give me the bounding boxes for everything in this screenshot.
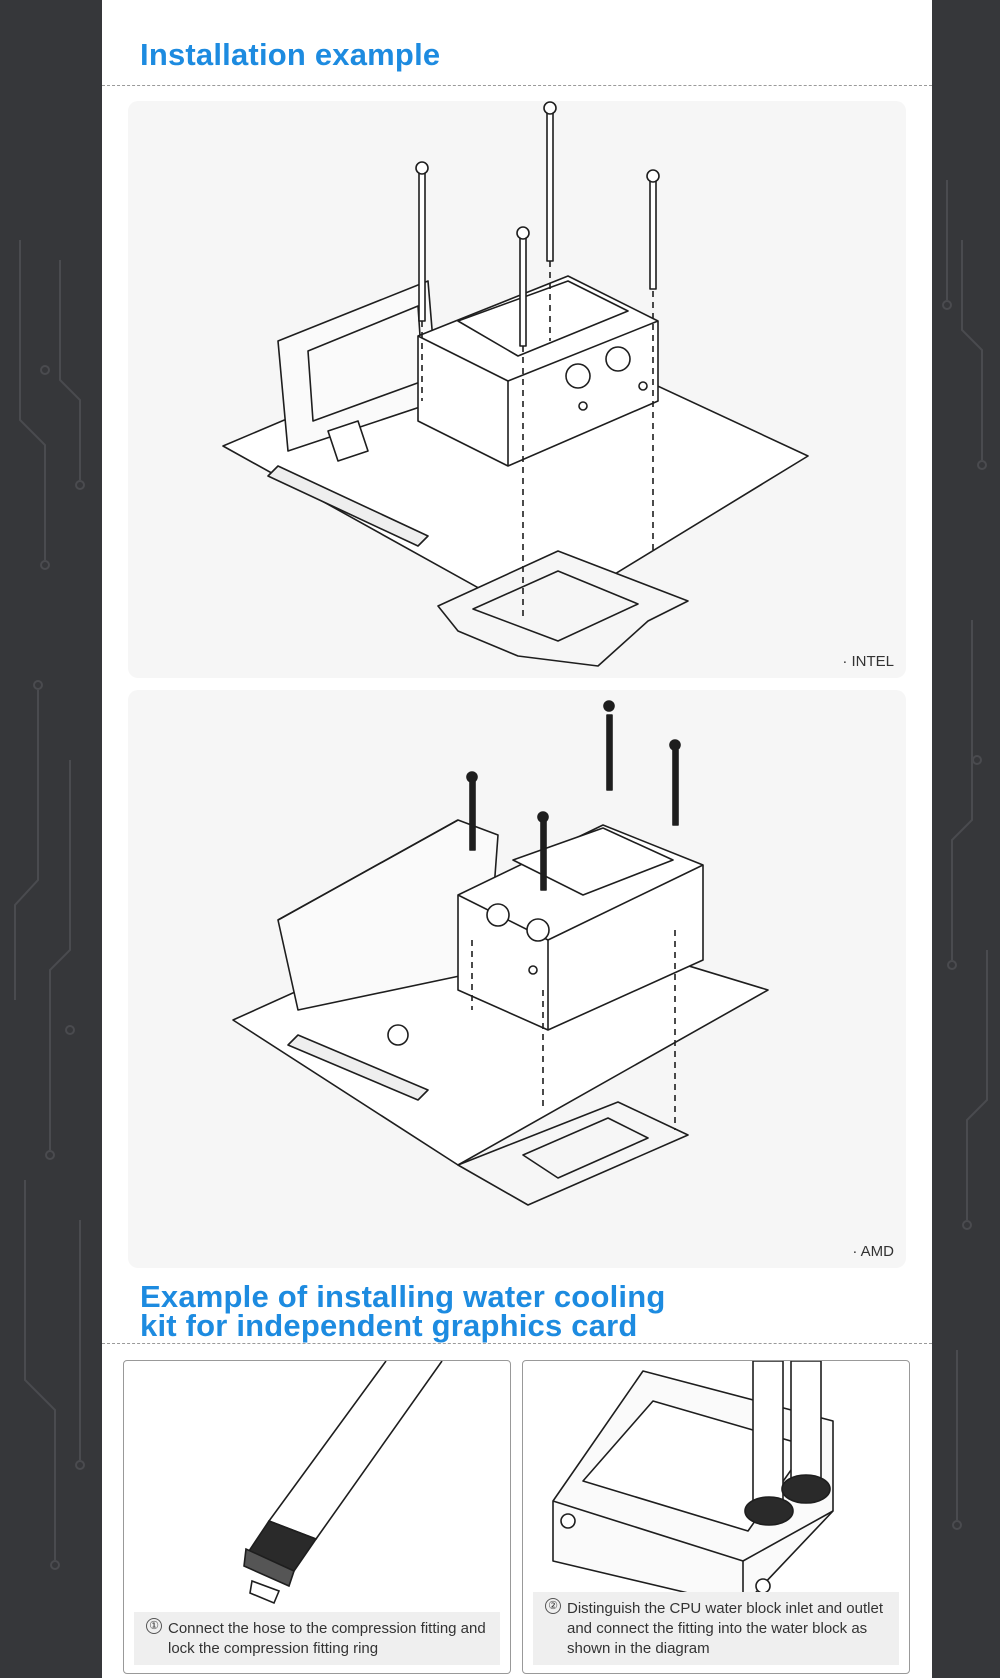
- step-1-card: ① Connect the hose to the compression fi…: [123, 1360, 511, 1674]
- step-2-text: Distinguish the CPU water block inlet an…: [567, 1600, 883, 1657]
- cpu-water-block-illustration: [552, 1361, 834, 1607]
- amd-installation-panel: · AMD: [128, 690, 906, 1268]
- amd-motherboard-diagram: [232, 700, 769, 1206]
- product-page: Installation example: [102, 0, 932, 1678]
- step-1-text: Connect the hose to the compression fitt…: [168, 1620, 486, 1657]
- step-1-number: ①: [146, 1618, 162, 1634]
- installation-title: Installation example: [140, 37, 441, 72]
- graphics-card-title-line1: Example of installing water cooling: [140, 1279, 666, 1314]
- section-divider: [102, 1343, 932, 1344]
- step-2-caption: ② Distinguish the CPU water block inlet …: [533, 1592, 899, 1665]
- graphics-card-title-line2: kit for independent graphics card: [140, 1308, 638, 1343]
- step-2-number: ②: [545, 1598, 561, 1614]
- section-divider: [102, 85, 932, 86]
- circuit-pattern-icon: [14, 240, 85, 1570]
- step-1-caption: ① Connect the hose to the compression fi…: [134, 1612, 500, 1665]
- amd-label: · AMD: [852, 1243, 894, 1260]
- circuit-background-right: [932, 0, 1000, 1678]
- step-2-card: ② Distinguish the CPU water block inlet …: [522, 1360, 910, 1674]
- circuit-background-left: [0, 0, 102, 1678]
- intel-motherboard-diagram: [222, 101, 809, 667]
- hose-fitting-illustration: [243, 1361, 443, 1605]
- intel-label: · INTEL: [842, 653, 894, 670]
- circuit-pattern-icon: [942, 180, 988, 1530]
- intel-installation-panel: · INTEL: [128, 101, 906, 678]
